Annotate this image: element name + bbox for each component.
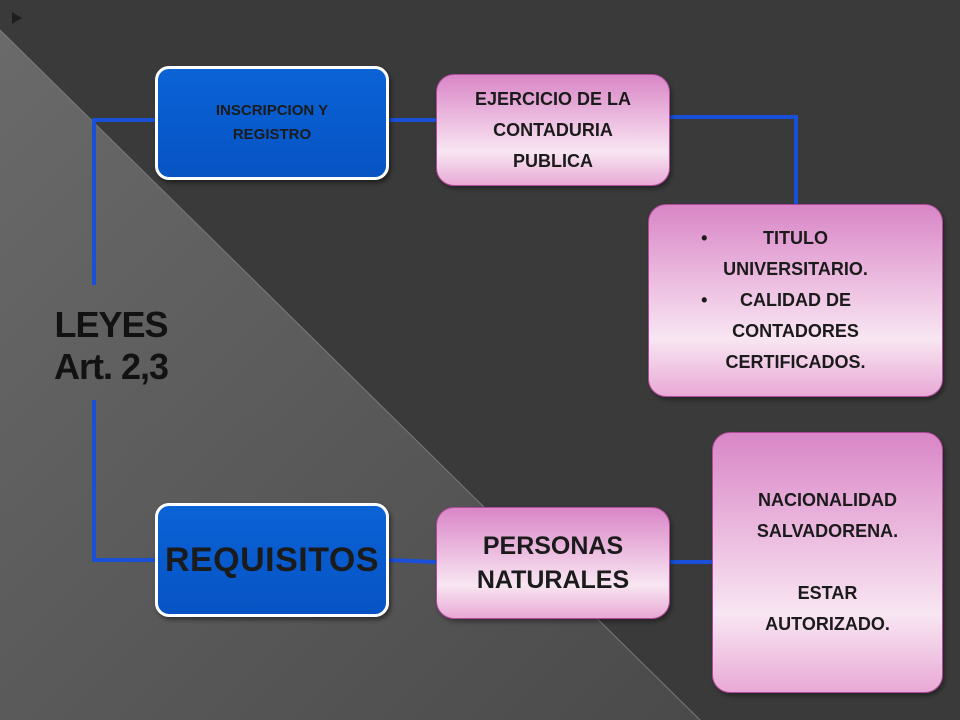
titulo-bullet-list: • TITULO UNIVERSITARIO. • CALIDAD DE CONTA… bbox=[701, 223, 868, 378]
inscripcion-line-1: INSCRIPCION Y bbox=[215, 102, 329, 119]
bullet-item-titulo: • TITULO UNIVERSITARIO. bbox=[701, 223, 868, 285]
leyes-title: LEYES bbox=[54, 304, 168, 345]
ejercicio-line-1: EJERCICIO DE LA bbox=[474, 88, 632, 109]
inscripcion-registro-node: INSCRIPCION Y REGISTRO bbox=[155, 66, 389, 180]
personas-naturales-node: PERSONAS NATURALES bbox=[436, 507, 670, 619]
connector-leyes-inscripcion bbox=[92, 118, 158, 285]
bullet-calidad-line-3: CERTIFICADOS. bbox=[725, 352, 866, 372]
personas-line-2: NATURALES bbox=[476, 566, 630, 594]
leyes-article: Art. 2,3 bbox=[53, 346, 169, 387]
bullet-dot-icon: • bbox=[701, 290, 708, 310]
requisitos-label: REQUISITOS bbox=[164, 540, 380, 579]
corner-arrow-icon bbox=[12, 12, 22, 24]
nacionalidad-autorizado-node: NACIONALIDAD SALVADORENA. ESTAR AUTORIZA… bbox=[712, 432, 943, 693]
requisitos-node: REQUISITOS bbox=[155, 503, 389, 617]
ejercicio-contaduria-node: EJERCICIO DE LA CONTADURIA PUBLICA bbox=[436, 74, 670, 186]
nacionalidad-line-2: SALVADORENA. bbox=[756, 521, 899, 541]
connector-ejercicio-titulo bbox=[667, 115, 798, 207]
bullet-titulo-line-1: TITULO bbox=[763, 228, 828, 248]
bullet-titulo-line-2: UNIVERSITARIO. bbox=[723, 259, 868, 279]
inscripcion-line-2: REGISTRO bbox=[232, 126, 312, 143]
titulo-calidad-node: • TITULO UNIVERSITARIO. • CALIDAD DE CONTA… bbox=[648, 204, 943, 397]
nacionalidad-line-4: AUTORIZADO. bbox=[765, 614, 890, 634]
nacionalidad-line-3: ESTAR bbox=[797, 583, 858, 603]
nacionalidad-line-1: NACIONALIDAD bbox=[758, 490, 897, 510]
bullet-calidad-line-2: CONTADORES bbox=[732, 321, 859, 341]
bullet-calidad-line-1: CALIDAD DE bbox=[740, 290, 851, 310]
ejercicio-line-2: CONTADURIA bbox=[493, 119, 613, 140]
bullet-dot-icon: • bbox=[701, 228, 708, 248]
personas-line-1: PERSONAS bbox=[482, 532, 624, 560]
ejercicio-line-3: PUBLICA bbox=[513, 150, 593, 171]
bullet-item-calidad: • CALIDAD DE CONTADORES CERTIFICADOS. bbox=[701, 285, 868, 378]
connector-requisitos-personas bbox=[385, 557, 440, 565]
leyes-label: LEYES Art. 2,3 bbox=[40, 304, 182, 388]
connector-leyes-requisitos bbox=[92, 400, 158, 562]
